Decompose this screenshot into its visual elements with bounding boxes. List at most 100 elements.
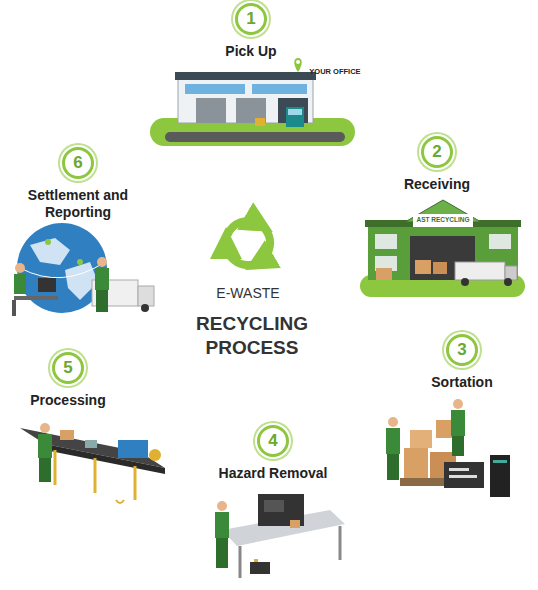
conveyor-leg bbox=[94, 458, 97, 493]
worker-legs bbox=[39, 458, 51, 482]
wheel bbox=[461, 278, 469, 286]
table-leg bbox=[239, 546, 242, 578]
road bbox=[165, 132, 345, 142]
worker-body bbox=[451, 410, 465, 436]
chair-leg bbox=[12, 300, 16, 316]
machine bbox=[118, 440, 148, 458]
conveyor-leg bbox=[54, 450, 57, 485]
diagram-title: RECYCLING PROCESS bbox=[182, 312, 322, 360]
worker-body bbox=[38, 434, 52, 458]
battery-terminal bbox=[254, 559, 258, 562]
worker-legs bbox=[452, 436, 464, 456]
building bbox=[368, 225, 518, 280]
recycle-arrow bbox=[259, 229, 270, 262]
window bbox=[252, 84, 307, 94]
processing-illustration bbox=[20, 423, 165, 503]
part bbox=[85, 440, 97, 448]
rack-light bbox=[493, 460, 507, 463]
box bbox=[60, 430, 74, 440]
worker-head bbox=[97, 257, 107, 267]
process-step: 1Pick Up bbox=[191, 3, 311, 60]
step-label: Hazard Removal bbox=[198, 465, 348, 482]
step-label: Settlement and Reporting bbox=[11, 187, 146, 221]
forklift bbox=[255, 118, 265, 126]
server-rack bbox=[490, 455, 510, 497]
worker-head bbox=[388, 417, 398, 427]
step-number: 6 bbox=[62, 147, 94, 179]
warehouse-illustration bbox=[360, 200, 525, 297]
worker-body bbox=[95, 268, 109, 290]
truck-cab bbox=[138, 286, 154, 306]
process-step: 2Receiving bbox=[377, 136, 497, 193]
subtitle: E-WASTE bbox=[193, 285, 303, 301]
door bbox=[196, 98, 226, 123]
truck-window bbox=[288, 109, 302, 115]
worker-body bbox=[386, 428, 400, 454]
person-body bbox=[14, 274, 26, 294]
worker-head bbox=[453, 399, 463, 409]
sign-text: AST RECYCLING bbox=[413, 216, 473, 223]
monitor bbox=[38, 278, 56, 292]
step-number: 5 bbox=[52, 352, 84, 384]
box bbox=[290, 520, 300, 528]
box bbox=[404, 448, 428, 478]
worker-legs bbox=[96, 290, 108, 312]
box bbox=[415, 260, 431, 274]
process-step: 5Processing bbox=[8, 352, 128, 409]
worker-head bbox=[217, 501, 227, 511]
wheel bbox=[141, 304, 149, 312]
sortation-illustration bbox=[386, 399, 510, 497]
recycle-arrow bbox=[227, 221, 259, 235]
orbit-line bbox=[20, 262, 105, 278]
step-label: Receiving bbox=[377, 176, 497, 193]
location-label: YOUR OFFICE bbox=[300, 67, 370, 76]
step-label: Pick Up bbox=[191, 43, 311, 60]
window bbox=[489, 234, 511, 249]
hook bbox=[116, 500, 124, 503]
worker-legs bbox=[387, 454, 399, 480]
process-step: 3Sortation bbox=[402, 334, 522, 391]
worker-body bbox=[215, 512, 229, 538]
settlement-illustration bbox=[12, 223, 154, 316]
pin bbox=[45, 239, 51, 245]
wheel bbox=[504, 278, 512, 286]
person-head bbox=[15, 263, 25, 273]
battery bbox=[250, 562, 270, 574]
pin-dot bbox=[296, 60, 300, 64]
conveyor-leg bbox=[134, 466, 137, 500]
continent bbox=[30, 238, 70, 265]
box bbox=[410, 430, 432, 448]
process-step: 6Settlement and Reporting bbox=[11, 147, 146, 221]
worker-head bbox=[40, 423, 50, 433]
box bbox=[376, 268, 392, 280]
screen-line bbox=[449, 468, 469, 471]
truck-cab bbox=[505, 266, 517, 280]
recycle-symbol bbox=[226, 221, 270, 265]
recycle-arrow bbox=[226, 243, 252, 265]
hazard-illustration bbox=[215, 494, 345, 578]
motor bbox=[149, 449, 161, 461]
table-leg bbox=[339, 526, 342, 560]
location-pin bbox=[294, 58, 302, 72]
machine-panel bbox=[264, 500, 284, 512]
screen-line bbox=[449, 475, 477, 478]
process-step: 4Hazard Removal bbox=[198, 425, 348, 482]
step-number: 4 bbox=[257, 425, 289, 457]
worker-legs bbox=[216, 538, 228, 568]
roof bbox=[175, 72, 316, 80]
sign bbox=[413, 214, 473, 227]
step-number: 2 bbox=[421, 136, 453, 168]
step-number: 3 bbox=[446, 334, 478, 366]
step-label: Sortation bbox=[402, 374, 522, 391]
desk bbox=[14, 296, 58, 300]
step-label: Processing bbox=[8, 392, 128, 409]
step-number: 1 bbox=[235, 3, 267, 35]
screen bbox=[444, 462, 484, 488]
window bbox=[185, 84, 245, 94]
truck bbox=[455, 262, 505, 280]
window bbox=[375, 234, 397, 249]
truck bbox=[286, 107, 304, 127]
pin bbox=[77, 259, 83, 265]
box bbox=[433, 262, 447, 274]
